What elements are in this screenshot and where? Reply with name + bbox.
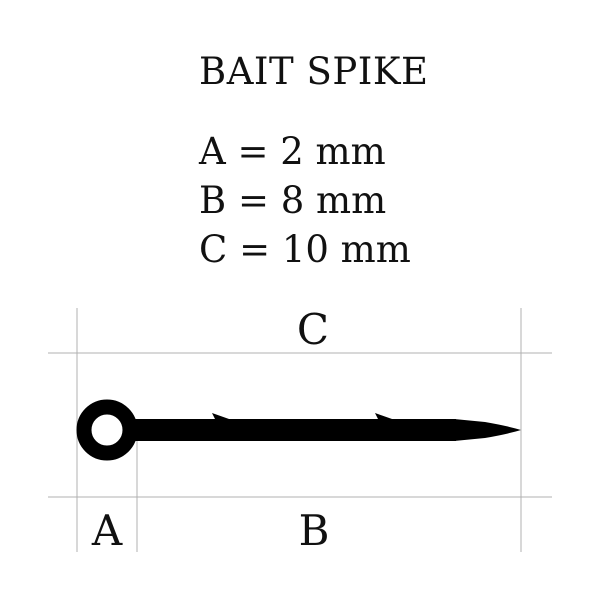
spike-barb-1 <box>212 413 229 419</box>
dimension-label-c: C <box>297 305 329 354</box>
spec-b: B = 8 mm <box>199 179 387 222</box>
spike-eye-ring <box>76 399 138 461</box>
spec-c: C = 10 mm <box>199 228 411 271</box>
bait-spike <box>76 399 521 461</box>
spike-barb-2 <box>375 413 392 419</box>
spike-point <box>454 419 521 441</box>
dimension-label-b: B <box>299 506 330 555</box>
spike-shaft <box>126 419 456 441</box>
spec-a: A = 2 mm <box>199 130 386 173</box>
dimension-label-a: A <box>91 506 123 555</box>
diagram-title: BAIT SPIKE <box>199 50 429 93</box>
spec-list: A = 2 mm B = 8 mm C = 10 mm <box>199 127 411 274</box>
